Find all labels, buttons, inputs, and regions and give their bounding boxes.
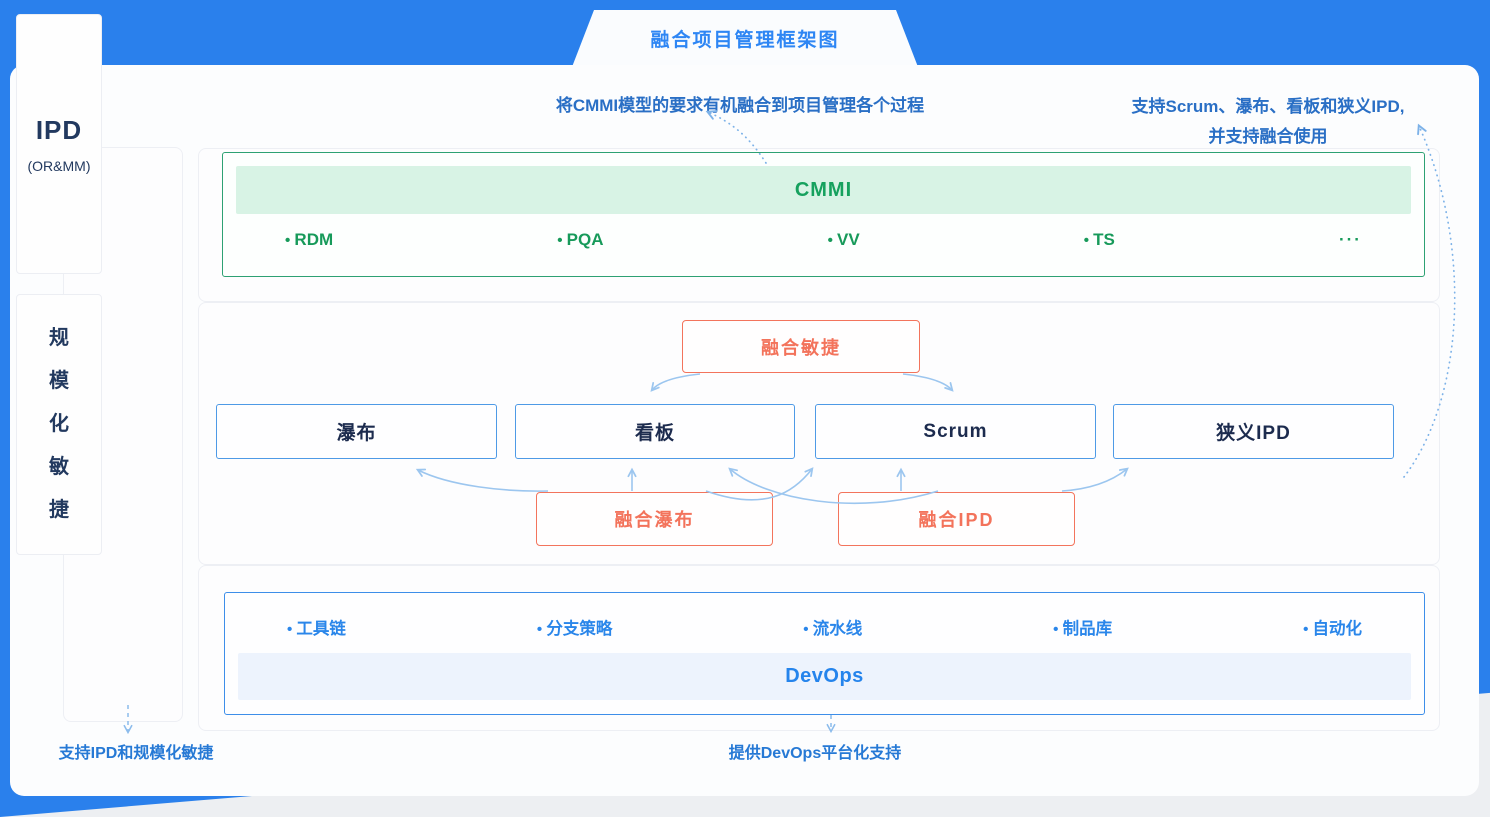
- fusion-waterfall-box: 融合瀑布: [536, 492, 773, 546]
- methods-annotation-line1: 支持Scrum、瀑布、看板和狭义IPD,: [1131, 97, 1405, 116]
- ipd-subtitle: (OR&MM): [27, 157, 91, 174]
- devops-item: 分支策略: [537, 615, 612, 639]
- devops-box: 工具链 分支策略 流水线 制品库 自动化 DevOps: [224, 592, 1425, 715]
- devops-title: DevOps: [785, 665, 864, 687]
- devops-item: 流水线: [803, 615, 863, 639]
- scaled-agile-box: 规模化敏捷: [16, 294, 102, 555]
- cmmi-item: RDM: [285, 230, 333, 250]
- title-banner: 融合项目管理框架图: [572, 10, 918, 67]
- methods-annotation-line2: 并支持融合使用: [1208, 127, 1328, 146]
- method-box-waterfall: 瀑布: [216, 404, 497, 459]
- cmmi-item-ellipsis: ···: [1338, 230, 1362, 249]
- cmmi-annotation: 将CMMI模型的要求有机融合到项目管理各个过程: [555, 96, 925, 115]
- method-box-narrow-ipd: 狭义IPD: [1113, 404, 1394, 459]
- ipd-box: IPD (OR&MM): [16, 14, 102, 274]
- devops-item: 自动化: [1303, 615, 1362, 639]
- ipd-title: IPD: [35, 114, 83, 145]
- sidebar-annotation: 支持IPD和规模化敏捷: [58, 745, 214, 762]
- cmmi-item: TS: [1084, 230, 1115, 250]
- scaled-agile-label: 规模化敏捷: [49, 327, 69, 521]
- fusion-ipd-box: 融合IPD: [838, 492, 1075, 546]
- cmmi-item: VV: [828, 230, 860, 250]
- method-box-scrum: Scrum: [815, 404, 1096, 459]
- methods-annotation: 支持Scrum、瀑布、看板和狭义IPD, 并支持融合使用: [1108, 92, 1428, 152]
- cmmi-header-bar: CMMI: [236, 166, 1411, 214]
- devops-item: 制品库: [1053, 615, 1113, 639]
- devops-items-row: 工具链 分支策略 流水线 制品库 自动化: [225, 615, 1424, 639]
- fusion-agile-box: 融合敏捷: [682, 320, 920, 373]
- cmmi-title: CMMI: [794, 178, 853, 201]
- page-title: 融合项目管理框架图: [650, 30, 840, 51]
- devops-annotation: 提供DevOps平台化支持: [728, 745, 902, 762]
- cmmi-item: PQA: [557, 230, 604, 250]
- cmmi-box: CMMI RDM PQA VV TS ···: [222, 152, 1425, 277]
- cmmi-items-row: RDM PQA VV TS ···: [223, 230, 1424, 250]
- method-box-kanban: 看板: [515, 404, 795, 459]
- devops-item: 工具链: [287, 615, 346, 639]
- devops-title-bar: DevOps: [238, 653, 1411, 700]
